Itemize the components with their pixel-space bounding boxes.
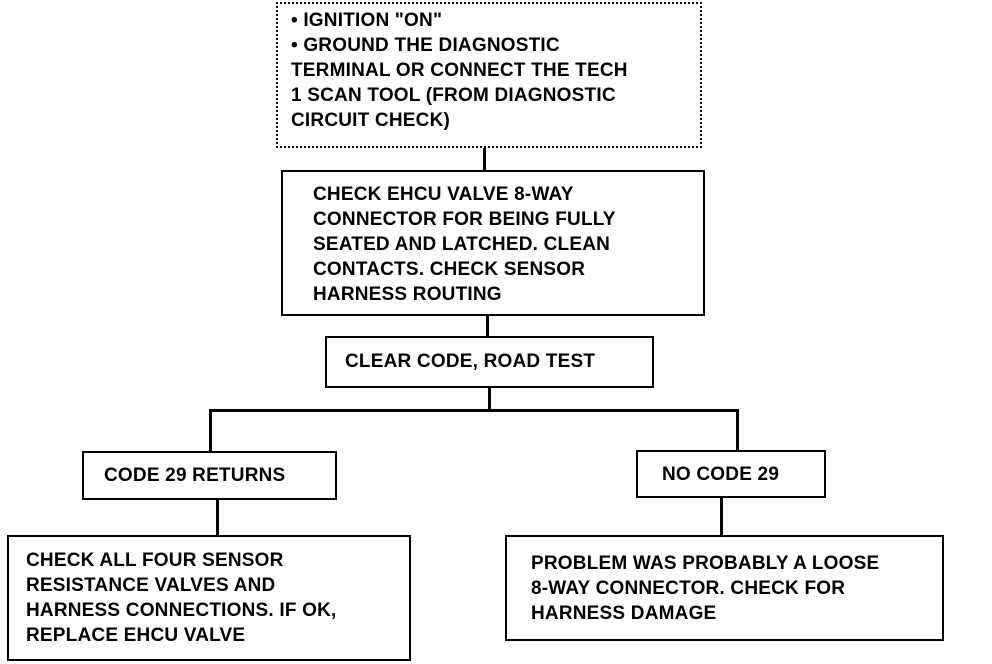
connector-code-returns-to-check-sensors xyxy=(216,499,219,536)
code-returns-box: CODE 29 RETURNS xyxy=(82,451,337,500)
connector-start-to-check xyxy=(483,146,486,171)
check-connector-line-1: CHECK EHCU VALVE 8-WAY xyxy=(313,184,574,205)
start-line-3: TERMINAL OR CONNECT THE TECH xyxy=(291,60,628,81)
connector-branch-to-no-code xyxy=(736,409,739,451)
loose-connector-line-3: HARNESS DAMAGE xyxy=(531,603,717,624)
check-connector-line-4: CONTACTS. CHECK SENSOR xyxy=(313,259,586,280)
start-line-5: CIRCUIT CHECK) xyxy=(291,110,451,131)
connector-branch-to-code-returns xyxy=(209,409,212,452)
start-line-1: • IGNITION "ON" xyxy=(291,10,443,31)
no-code-label: NO CODE 29 xyxy=(662,464,780,485)
clear-code-box: CLEAR CODE, ROAD TEST xyxy=(325,336,654,388)
branch-horizontal-line xyxy=(209,409,739,412)
start-line-2: • GROUND THE DIAGNOSTIC xyxy=(291,35,560,56)
loose-connector-line-1: PROBLEM WAS PROBABLY A LOOSE xyxy=(531,553,880,574)
check-sensors-line-3: HARNESS CONNECTIONS. IF OK, xyxy=(26,600,337,621)
check-sensors-line-1: CHECK ALL FOUR SENSOR xyxy=(26,550,284,571)
no-code-box: NO CODE 29 xyxy=(636,450,826,498)
check-sensors-box: CHECK ALL FOUR SENSOR RESISTANCE VALVES … xyxy=(7,535,411,661)
check-sensors-line-2: RESISTANCE VALVES AND xyxy=(26,575,276,596)
code-returns-label: CODE 29 RETURNS xyxy=(104,465,286,486)
check-sensors-line-4: REPLACE EHCU VALVE xyxy=(26,625,246,646)
check-connector-line-5: HARNESS ROUTING xyxy=(313,284,502,305)
check-connector-line-3: SEATED AND LATCHED. CLEAN xyxy=(313,234,611,255)
connector-no-code-to-loose-connector xyxy=(720,497,723,536)
check-connector-line-2: CONNECTOR FOR BEING FULLY xyxy=(313,209,616,230)
clear-code-label: CLEAR CODE, ROAD TEST xyxy=(345,351,596,372)
start-line-4: 1 SCAN TOOL (FROM DIAGNOSTIC xyxy=(291,85,616,106)
loose-connector-box: PROBLEM WAS PROBABLY A LOOSE 8-WAY CONNE… xyxy=(505,535,944,641)
connector-clear-to-branch xyxy=(488,387,491,411)
start-conditions-box: • IGNITION "ON" • GROUND THE DIAGNOSTIC … xyxy=(276,2,702,148)
loose-connector-line-2: 8-WAY CONNECTOR. CHECK FOR xyxy=(531,578,846,599)
connector-check-to-clear xyxy=(486,315,489,337)
check-connector-box: CHECK EHCU VALVE 8-WAY CONNECTOR FOR BEI… xyxy=(281,170,705,316)
